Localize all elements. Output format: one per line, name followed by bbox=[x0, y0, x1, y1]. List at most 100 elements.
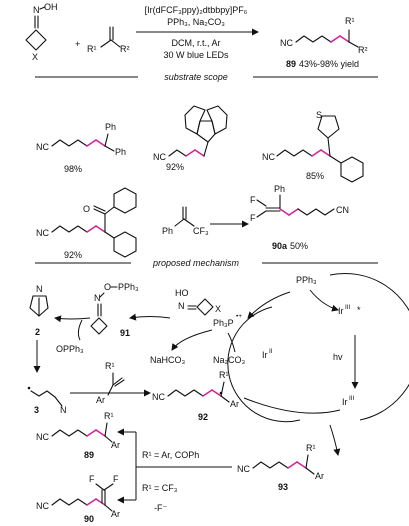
scope-item-5-f2: F bbox=[250, 213, 256, 223]
product-yield: 43%-98% yield bbox=[299, 59, 359, 69]
scope-header: substrate scope bbox=[164, 72, 228, 82]
cond-90-loss: -F⁻ bbox=[154, 503, 167, 513]
additives-label: PPh₃, Na₂CO₃ bbox=[167, 17, 225, 27]
int92-label: 92 bbox=[198, 412, 208, 422]
cond-90: R¹ = CF₃ bbox=[142, 483, 178, 493]
intermediate-91: O PPh₃ N 91 bbox=[90, 282, 171, 338]
scope-item-5-ph: Ph bbox=[274, 184, 285, 194]
ir-ii: Ir bbox=[262, 350, 268, 360]
int92-ar: Ar bbox=[230, 399, 239, 409]
ir-iii-star: Ir bbox=[338, 306, 344, 316]
scope-item-4: NC O 92% bbox=[36, 187, 137, 260]
intermediate-2: N 2 OPPh₃ bbox=[29, 284, 91, 354]
catalyst-label: [Ir(dFCF₃ppy)₂dtbbpy]PF₆ bbox=[145, 5, 248, 15]
mech-oxime-ho: HO bbox=[175, 288, 189, 298]
pph3-top: PPh₃ bbox=[296, 275, 317, 285]
int91-o: O bbox=[104, 282, 111, 292]
scope-item-2-yield: 92% bbox=[166, 162, 184, 172]
ir-iii-star-sup: III bbox=[345, 304, 351, 311]
scope-item-5-sm-ph: Ph bbox=[162, 226, 173, 236]
mech-alkene: R¹ Ar bbox=[70, 361, 151, 405]
int93-r1: R¹ bbox=[306, 443, 316, 453]
p89-nc: NC bbox=[36, 432, 49, 442]
scope-item-5: Ph CF₃ F F Ph CN 90a 50% bbox=[162, 184, 349, 251]
p89-label: 89 bbox=[84, 450, 94, 460]
radical-3: N 3 bbox=[27, 386, 67, 415]
p89-r1: R¹ bbox=[104, 411, 114, 421]
scope-item-5-id: 90a bbox=[272, 241, 288, 251]
mech-product-89: NC R¹ Ar 89 bbox=[36, 411, 120, 460]
product-id: 89 bbox=[286, 59, 296, 69]
cond-89: R¹ = Ar, COPh bbox=[142, 450, 199, 460]
scope-item-4-yield: 92% bbox=[64, 250, 82, 260]
product-r2: R² bbox=[358, 45, 368, 55]
solvent-label: DCM, r.t., Ar bbox=[171, 38, 220, 48]
scope-item-2: NC 92% bbox=[153, 105, 228, 172]
product-89: NC R¹ R² 89 43%-98% yield bbox=[280, 16, 368, 69]
p89-ar: Ar bbox=[111, 440, 120, 450]
p90-ar: Ar bbox=[111, 509, 120, 519]
phosphoranyl-radical: Ph₃P bbox=[213, 318, 234, 328]
top-reaction: N OH X + R¹ R² [Ir(dFCF₃ppy)₂dtbbpy]PF₆ … bbox=[25, 2, 368, 69]
mech-alkene-r1: R¹ bbox=[105, 361, 115, 371]
mech-alkene-ar: Ar bbox=[96, 395, 105, 405]
scope-item-1-ph1: Ph bbox=[105, 122, 116, 132]
na2co3-label: Na₂CO₃ bbox=[213, 355, 245, 365]
p90-f2: F bbox=[113, 474, 119, 484]
ir-iii-sup: III bbox=[349, 395, 355, 402]
scope-item-1-ph2: Ph bbox=[115, 147, 126, 157]
reduction-arrow bbox=[243, 397, 341, 414]
int93-ar: Ar bbox=[315, 471, 324, 481]
ir-ii-sup: II bbox=[269, 348, 273, 355]
mechanism-header: proposed mechanism bbox=[152, 258, 240, 268]
scope-item-5-f1: F bbox=[250, 195, 256, 205]
p90-nc: NC bbox=[36, 501, 49, 511]
p90-label: 90 bbox=[84, 514, 94, 524]
int91-n: N bbox=[94, 293, 101, 303]
alkene-r2: R² bbox=[120, 44, 130, 54]
scope-item-3: NC S 85% bbox=[262, 110, 364, 183]
product-nc: NC bbox=[280, 38, 293, 48]
int3-n: N bbox=[60, 405, 67, 415]
mech-oxime-x: X bbox=[215, 304, 221, 314]
scope-item-1: NC Ph Ph 98% bbox=[36, 122, 126, 174]
anion-93: NC R¹ Ar 93 bbox=[237, 443, 324, 492]
int91-p: PPh₃ bbox=[118, 282, 139, 292]
mech-product-90: NC F F Ar 90 bbox=[36, 474, 120, 524]
int93-nc: NC bbox=[237, 464, 250, 474]
oxime-n-label: N bbox=[33, 5, 40, 15]
alkene-substrate: R¹ R² bbox=[87, 26, 130, 54]
scope-item-2-nc: NC bbox=[153, 152, 166, 162]
oxime-x-label: X bbox=[32, 52, 38, 62]
scope-item-5-sm-cf3: CF₃ bbox=[193, 226, 209, 236]
mech-oxime-n: N bbox=[178, 301, 185, 311]
ir-iii: Ir bbox=[342, 397, 348, 407]
scope-item-5-cn: CN bbox=[336, 205, 349, 215]
nahco3-label: NaHCO₃ bbox=[150, 355, 186, 365]
cycle-arc-right bbox=[329, 272, 409, 421]
int92-nc: NC bbox=[152, 392, 165, 402]
mechanism: hv PPh₃ Ir III * Ir II Ir III Ph₃P •+ HO… bbox=[27, 272, 409, 524]
int2-n: N bbox=[36, 284, 43, 294]
ir-iii-star-mark: * bbox=[357, 305, 361, 315]
scope-item-1-nc: NC bbox=[36, 142, 49, 152]
plus-sign: + bbox=[75, 39, 80, 49]
oxime-substrate: N OH X bbox=[25, 2, 58, 62]
light-label: 30 W blue LEDs bbox=[163, 50, 229, 60]
int2-label: 2 bbox=[35, 327, 40, 337]
scope-item-3-yield: 85% bbox=[306, 171, 324, 181]
scope-item-3-nc: NC bbox=[262, 152, 275, 162]
scope-item-4-nc: NC bbox=[36, 228, 49, 238]
opph3-label: OPPh₃ bbox=[56, 344, 84, 354]
int3-label: 3 bbox=[34, 405, 39, 415]
product-r1: R¹ bbox=[345, 16, 355, 26]
scope-item-1-yield: 98% bbox=[64, 164, 82, 174]
hv-label: hv bbox=[333, 352, 343, 362]
scope-item-5-yield: 50% bbox=[290, 241, 308, 251]
alkene-r1: R¹ bbox=[87, 44, 97, 54]
int92-r1: R¹ bbox=[219, 370, 229, 380]
oxime-oh-label: OH bbox=[44, 2, 58, 12]
int93-label: 93 bbox=[278, 482, 288, 492]
radical-92: NC R¹ Ar 92 bbox=[152, 370, 341, 456]
